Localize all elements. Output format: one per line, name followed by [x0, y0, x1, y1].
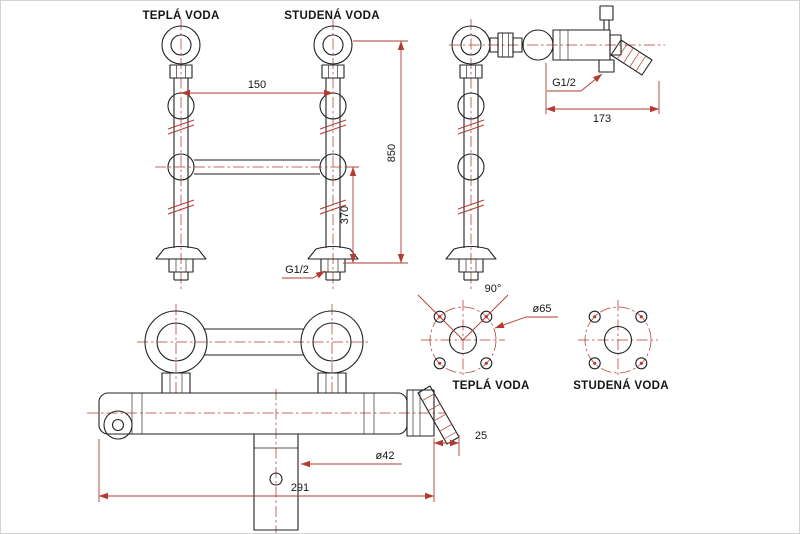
flange-hot-water-label: TEPLÁ VODA — [452, 379, 529, 392]
dim-handle-offset-25: 25 — [475, 430, 487, 442]
dim-body-width-291: 291 — [291, 482, 309, 494]
front-cold-water-label: STUDENÁ VODA — [284, 9, 380, 22]
dim-thread-g12-side: G1/2 — [552, 77, 576, 89]
side-view: G1/2 173 — [445, 5, 665, 292]
dim-riser-height-370: 370 — [339, 206, 351, 224]
front-hot-water-label: TEPLÁ VODA — [142, 9, 219, 22]
dim-pipe-spacing-150: 150 — [248, 79, 266, 91]
dim-thread-g12-front: G1/2 — [285, 264, 309, 276]
dim-bolt-circle-65: ø65 — [533, 303, 552, 315]
dim-reach-173: 173 — [593, 113, 611, 125]
bottom-view: ø42 25 291 — [87, 304, 487, 533]
flange-cold-water-label: STUDENÁ VODA — [573, 379, 669, 392]
dim-spout-diameter-42: ø42 — [376, 450, 395, 462]
dim-bolt-angle-90: 90° — [485, 283, 502, 295]
dim-overall-height-850: 850 — [386, 144, 398, 162]
mounting-flange-detail: 90° ø65 TEPLÁ VODA STUDENÁ VODA — [417, 283, 669, 392]
front-view: TEPLÁ VODA STUDENÁ VODA 150 850 370 G1/2 — [142, 9, 408, 292]
